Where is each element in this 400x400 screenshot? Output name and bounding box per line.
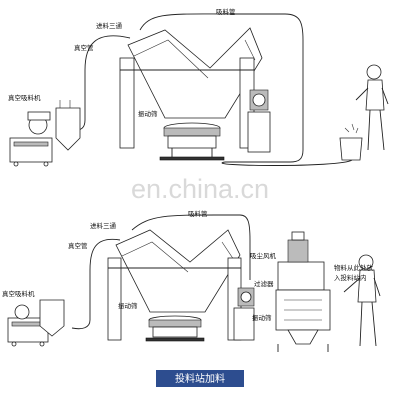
label-station-note-1: 物料从此处放 (334, 263, 374, 272)
label-suction-pipe-top: 吸料管 (216, 7, 236, 16)
vacuum-loader-top (9, 100, 81, 167)
label-vacuum-loader-top: 真空吸料机 (8, 93, 41, 102)
label-feed-tee-bottom: 进料三通 (90, 221, 117, 230)
label-feed-tee-top: 进料三通 (96, 21, 123, 30)
suction-pipe-bottom (131, 214, 251, 280)
v-mixer-bottom (115, 229, 241, 313)
label-vacuum-pipe-bottom: 真空管 (68, 241, 88, 250)
frame-left-top (119, 57, 135, 149)
watermark: en.china.cn (131, 174, 269, 204)
vacuum-loader-bottom (7, 299, 65, 347)
v-mixer-top (127, 27, 263, 119)
label-vibrating-screen-bottom: 振动筛 (118, 301, 138, 310)
feeding-station (275, 231, 331, 352)
vacuum-pipe-bottom (71, 238, 121, 330)
label-vibrating-screen-2: 振动筛 (252, 313, 272, 322)
bottom-panel: 吸料管 进料三通 真空管 真空吸料机 振动筛 吸尘风机 过滤器 物料从此处放 入… (2, 209, 381, 352)
suction-hose-top (221, 159, 353, 166)
operator-bottom (343, 254, 381, 347)
label-vibrating-screen-top: 振动筛 (138, 109, 158, 118)
label-suction-pipe-bottom: 吸料管 (188, 209, 208, 218)
label-filter: 过滤器 (254, 279, 274, 288)
top-panel: 吸料管 进料三通 真空管 真空吸料机 振动筛 (8, 7, 389, 167)
caption-background (156, 370, 244, 387)
label-station-note-2: 入投料站内 (334, 273, 367, 282)
label-vacuum-pipe-top: 真空管 (74, 43, 94, 52)
suction-pipe-top (139, 13, 304, 163)
label-dust-fan: 吸尘风机 (250, 251, 277, 260)
label-vacuum-loader-bottom: 真空吸料机 (2, 289, 35, 298)
caption-text: 投料站加料 (175, 372, 225, 385)
caption-banner: 投料站加料 (156, 370, 244, 387)
operator-top (339, 64, 389, 161)
